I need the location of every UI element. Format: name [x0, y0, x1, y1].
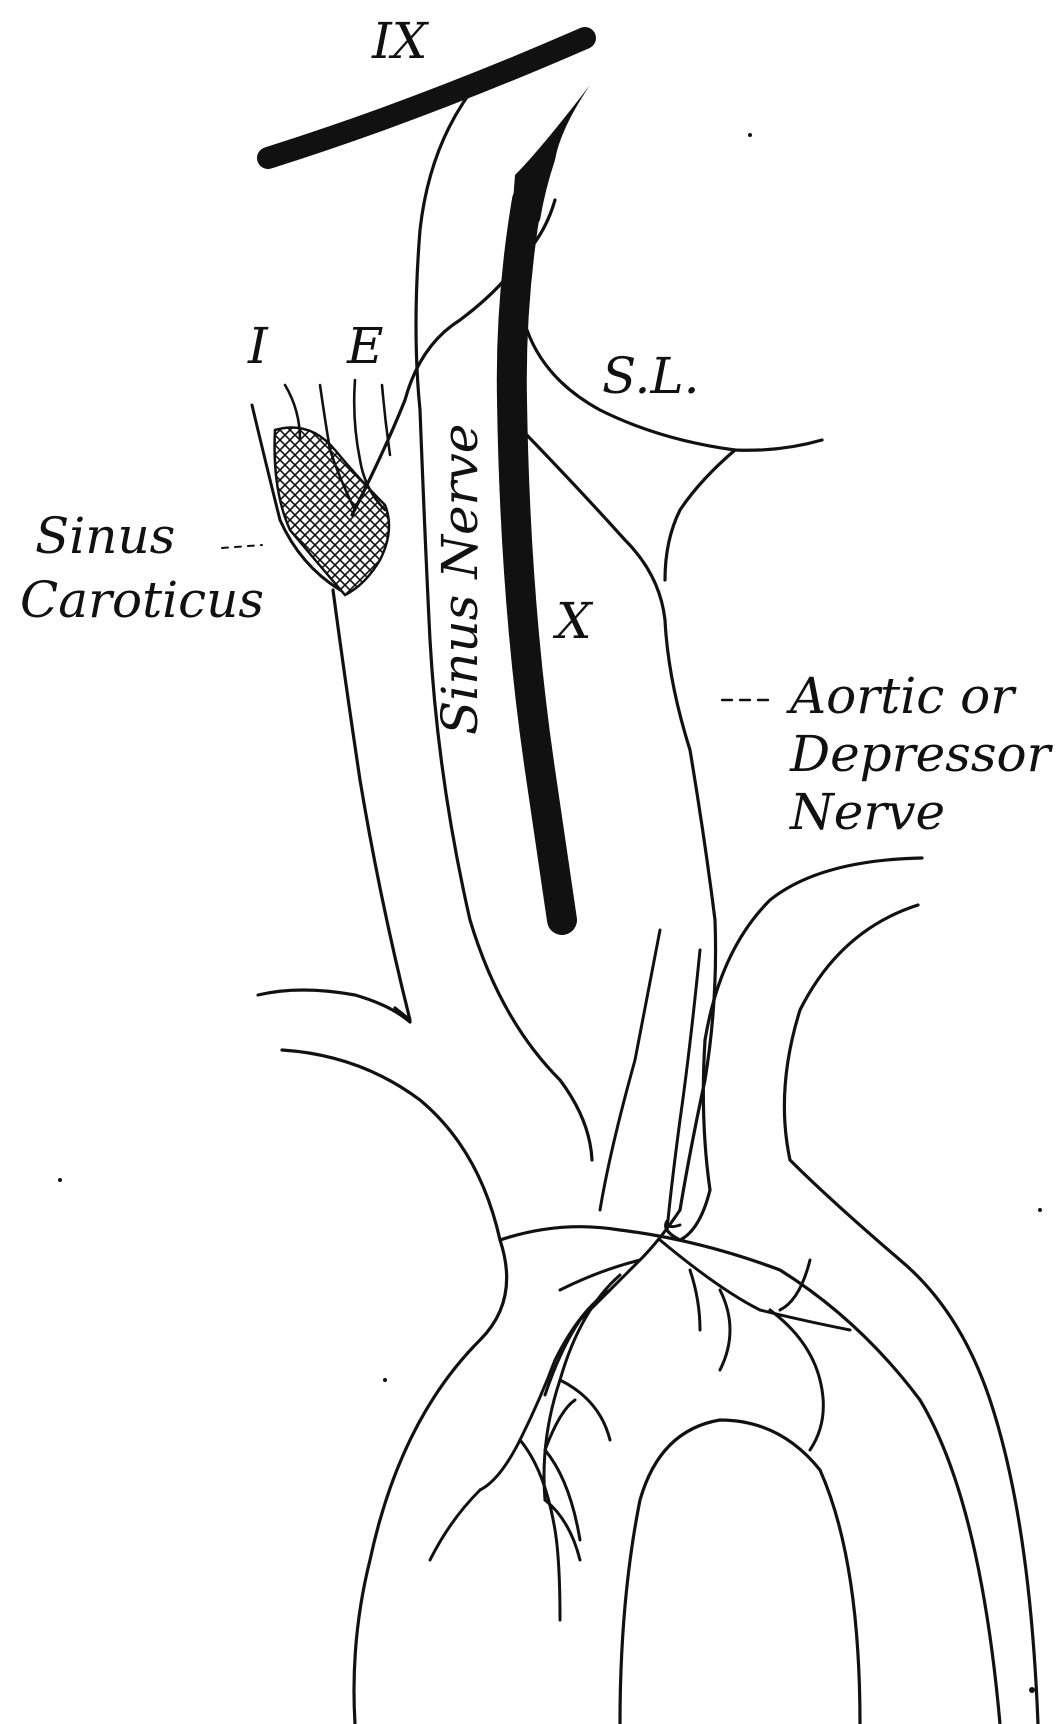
label-x: X [552, 592, 594, 650]
aortic-arch-lower-outer [500, 1227, 1000, 1724]
label-i: I [247, 317, 269, 375]
sinus-caroticus-leader [222, 545, 262, 548]
vagus-nerve-trunk [512, 200, 562, 920]
subclavian-outline-top [282, 1050, 507, 1724]
aortic-arch-lower-inner [620, 1420, 860, 1724]
aortic-arch-inner-top [784, 905, 1038, 1724]
label-sl: S.L. [602, 347, 699, 405]
common-carotid-left-wall [258, 990, 410, 1022]
cardiac-plexus-branches [430, 1210, 850, 1620]
label-e: E [346, 317, 384, 375]
external-carotid-outline [333, 590, 410, 1020]
label-sinus-nerve: Sinus Nerve [431, 424, 489, 735]
label-sinus-caroticus-2: Caroticus [20, 571, 264, 629]
inner-vessel-channel [600, 930, 660, 1210]
aortic-arch-outer [703, 858, 922, 1190]
label-aortic-3: Nerve [789, 783, 945, 841]
label-ix: IX [371, 12, 430, 70]
aortic-arch-junction [666, 1190, 710, 1240]
label-aortic-2: Depressor [789, 725, 1054, 783]
aortic-nerve-connector [665, 450, 735, 580]
label-aortic-1: Aortic or [786, 667, 1017, 725]
label-sinus-caroticus-1: Sinus [35, 507, 175, 565]
